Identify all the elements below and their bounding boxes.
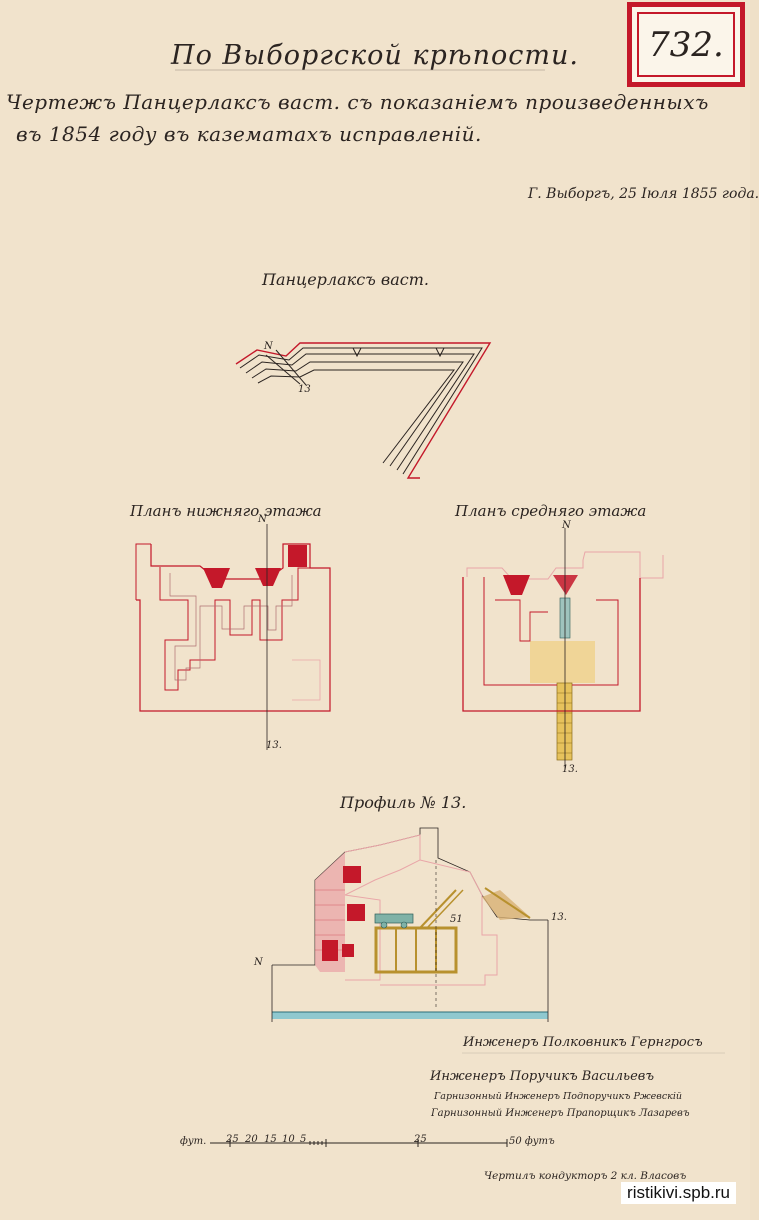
middle-floor-mark-n: N [562, 520, 571, 531]
lower-floor-plan [135, 524, 331, 750]
drawing-subtitle-line2: въ 1854 году въ казематахъ исправленій. [16, 122, 482, 146]
bastion-plan-label: Панцерлаксъ васт. [262, 270, 429, 289]
profile-13-section [271, 827, 549, 1022]
site-watermark: ristikivi.spb.ru [621, 1182, 736, 1204]
bastion-plan [235, 342, 492, 479]
signature-ensign: Гарнизонный Инженеръ Прапорщикъ Лазаревъ [431, 1108, 690, 1119]
middle-floor-mark-13: 13. [562, 764, 578, 775]
lower-floor-mark-n: N [258, 514, 267, 525]
scale-bar [210, 1139, 508, 1147]
drawing-subtitle-line1: Чертежъ Панцерлаксъ васт. съ показаніемъ… [6, 90, 709, 114]
archive-stamp: 732. [627, 2, 745, 87]
scale-end-50: 50 футъ [509, 1136, 555, 1147]
drawing-title: По Выборгской крѣпости. [171, 40, 579, 71]
profile-mark-51: 51 [450, 914, 463, 925]
lower-floor-label: Планъ нижняго этажа [130, 502, 322, 520]
bastion-mark-n: N [264, 341, 273, 352]
scale-tick-20: 20 [245, 1134, 258, 1145]
scale-mid-25: 25 [414, 1134, 427, 1145]
draftsman-signature: Чертилъ кондукторъ 2 кл. Власовъ [484, 1170, 687, 1182]
scale-tick-15: 15 [264, 1134, 277, 1145]
middle-floor-plan [462, 528, 664, 770]
signature-lieutenant: Инженеръ Поручикъ Васильевъ [430, 1069, 655, 1084]
stamp-number: 732. [637, 12, 735, 77]
signature-sublieutenant: Гарнизонный Инженеръ Подпоручикъ Ржевскі… [434, 1091, 682, 1102]
profile-label: Профиль № 13. [340, 793, 467, 812]
signature-colonel: Инженеръ Полковникъ Гернгросъ [463, 1035, 703, 1050]
middle-floor-label: Планъ средняго этажа [455, 502, 647, 520]
bastion-mark-13: 13 [298, 384, 311, 395]
scale-tick-25: 25 [226, 1134, 239, 1145]
scale-unit-left: фут. [180, 1136, 207, 1147]
profile-mark-13: 13. [551, 912, 567, 923]
lower-floor-mark-13: 13. [266, 740, 282, 751]
scale-tick-5: 5 [300, 1134, 307, 1145]
place-date-line: Г. Выборгъ, 25 Іюля 1855 года. [528, 186, 759, 202]
profile-mark-n: N [254, 957, 263, 968]
scale-tick-10: 10 [282, 1134, 295, 1145]
